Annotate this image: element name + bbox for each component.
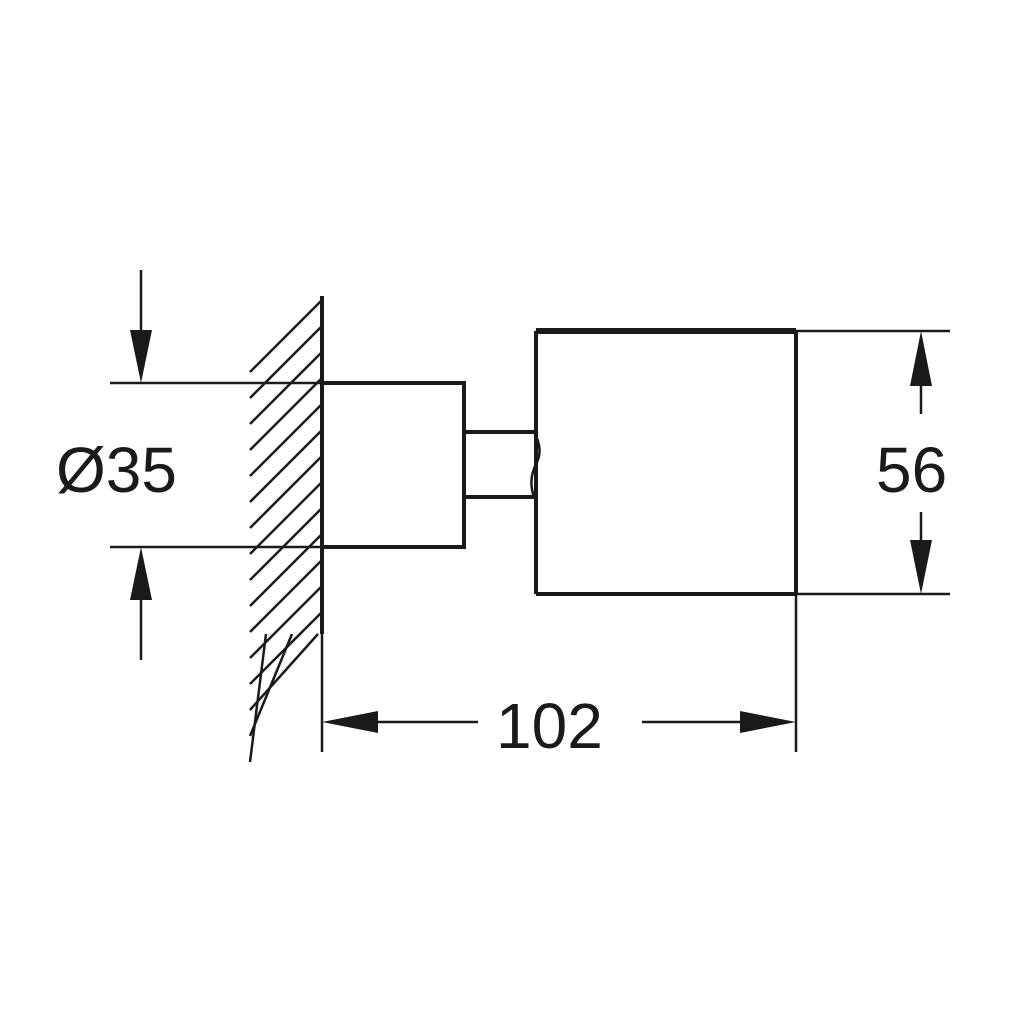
length-label: 102 xyxy=(496,690,603,762)
hatch-line xyxy=(249,455,323,529)
hatch-line xyxy=(249,559,323,633)
hatch-line xyxy=(248,633,268,763)
holder-body xyxy=(534,328,798,596)
wall-hatching xyxy=(248,299,323,763)
arrow-up-icon xyxy=(910,331,932,386)
arrow-down-icon xyxy=(910,540,932,594)
height-label: 56 xyxy=(876,434,947,506)
stem xyxy=(464,430,541,499)
length-dimension: 102 xyxy=(320,594,798,762)
diameter-label: Ø35 xyxy=(56,434,177,506)
hatch-line xyxy=(249,403,323,477)
arrow-up-icon xyxy=(130,547,152,600)
wall-flange xyxy=(322,381,466,549)
hatch-line xyxy=(249,507,323,581)
arrow-down-icon xyxy=(130,330,152,383)
arrow-right-icon xyxy=(740,711,796,733)
hatch-line xyxy=(249,429,323,503)
diameter-dimension: Ø35 xyxy=(56,270,322,660)
hatch-line xyxy=(249,585,323,659)
arrow-left-icon xyxy=(322,711,378,733)
hatch-line xyxy=(249,377,323,451)
hatch-line xyxy=(248,633,294,737)
hatch-line xyxy=(249,351,323,425)
hatch-line xyxy=(249,633,319,711)
hatch-line xyxy=(249,299,323,373)
height-dimension: 56 xyxy=(796,329,950,596)
hatch-line xyxy=(249,325,323,399)
wall xyxy=(248,296,324,763)
hatch-line xyxy=(249,481,323,555)
